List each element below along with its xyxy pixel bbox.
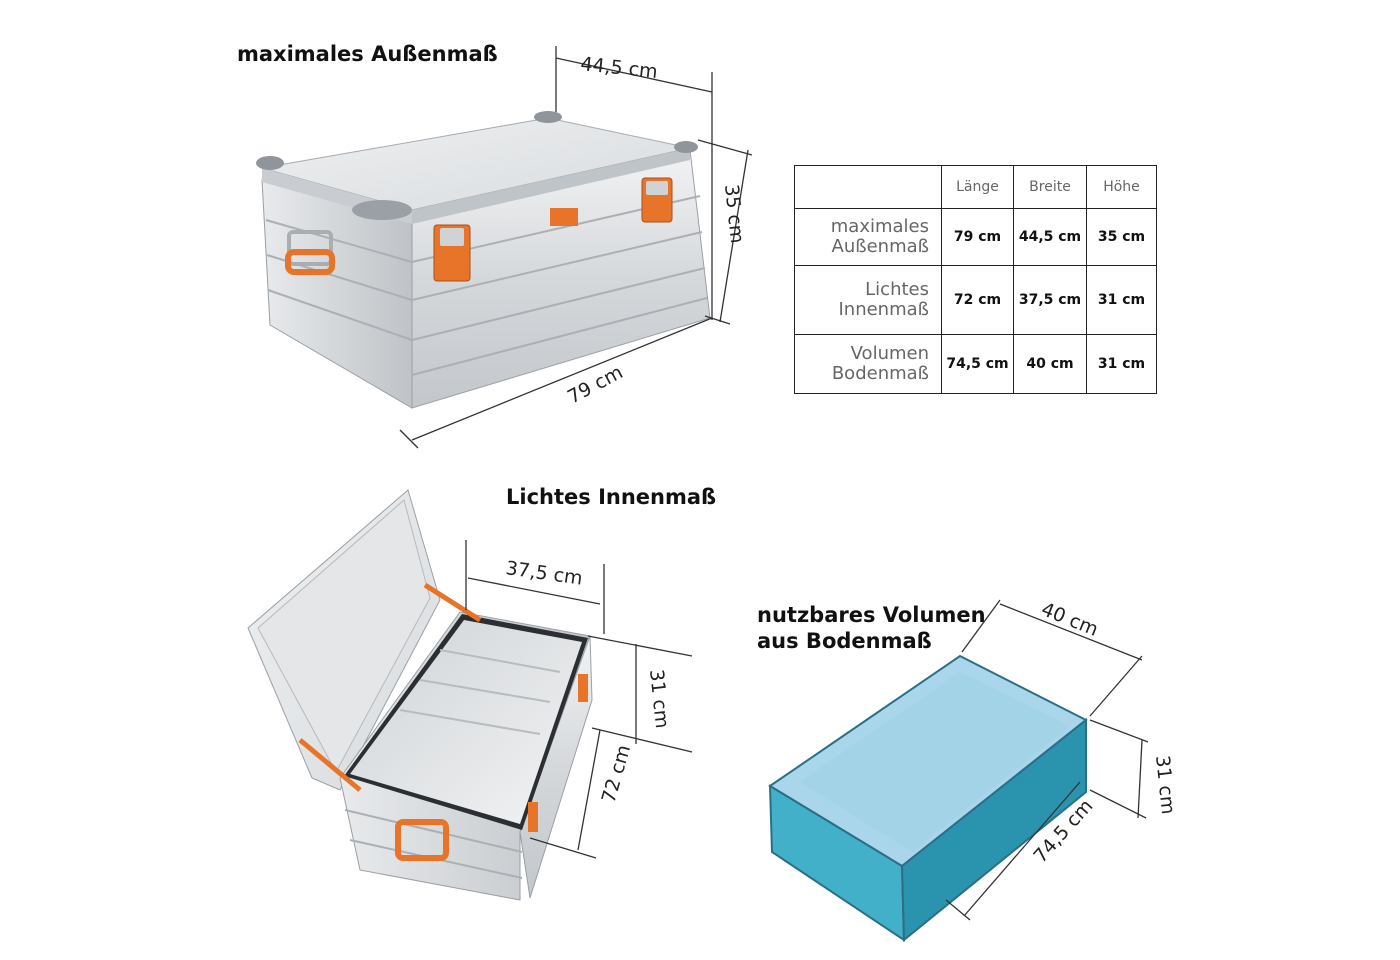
volume-heading-line1: nutzbares Volumen: [757, 603, 986, 627]
inner-height-label: 31 cm: [645, 668, 673, 729]
inner-dimension-lines: [465, 540, 693, 859]
volume-width-label: 40 cm: [1038, 598, 1101, 641]
open-box-illustration: [247, 489, 593, 901]
volume-heading-line2: aus Bodenmaß: [757, 629, 932, 653]
table-header-row: Länge Breite Höhe: [794, 165, 1157, 209]
table-cell: 79 cm: [941, 208, 1014, 266]
table-header-height: Höhe: [1086, 165, 1157, 209]
outer-length-label: 79 cm: [564, 361, 627, 408]
table-header-length: Länge: [941, 165, 1014, 209]
table-cell: 37,5 cm: [1013, 265, 1087, 335]
table-cell: 40 cm: [1013, 334, 1087, 394]
table-header-width: Breite: [1013, 165, 1087, 209]
outer-height-label: 35 cm: [720, 183, 748, 244]
inner-length-label: 72 cm: [598, 742, 635, 805]
table-cell: 72 cm: [941, 265, 1014, 335]
outer-width-label: 44,5 cm: [579, 53, 658, 83]
outer-dimension-lines: [399, 46, 753, 449]
inner-dimensions-heading: Lichtes Innenmaß: [506, 485, 717, 509]
table-cell: 31 cm: [1086, 265, 1157, 335]
inner-width-label: 37,5 cm: [504, 557, 584, 590]
volume-height-label: 31 cm: [1151, 754, 1179, 815]
outer-dimensions-heading: maximales Außenmaß: [237, 42, 498, 66]
table-cell: 44,5 cm: [1013, 208, 1087, 266]
table-header-empty: [794, 165, 942, 209]
volume-block-illustration: [768, 654, 1088, 943]
table-cell: 31 cm: [1086, 334, 1157, 394]
table-cell: 74,5 cm: [941, 334, 1014, 394]
table-cell: 35 cm: [1086, 208, 1157, 266]
closed-box-illustration: [256, 111, 711, 409]
volume-dimension-lines: [945, 599, 1149, 921]
